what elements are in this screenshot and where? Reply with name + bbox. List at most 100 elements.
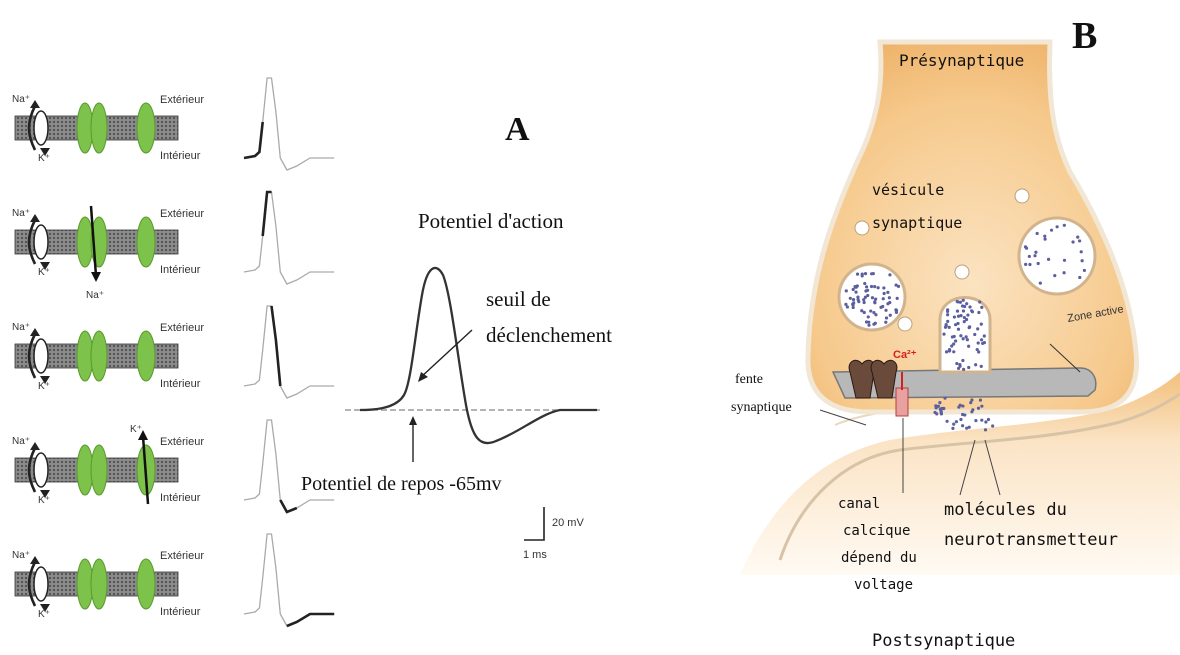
k-ion-label: K⁺ [38,495,50,506]
neurotransmitter-dot [1044,238,1047,241]
mini-ap-highlight [272,306,281,386]
mini-ap-highlight [263,192,272,236]
neurotransmitter-dot [969,401,972,404]
na-ion-label: Na⁺ [12,436,30,447]
ion-channel [137,559,155,609]
inside-label: Intérieur [160,264,201,276]
neurotransmitter-dot [867,324,870,327]
neurotransmitter-dot [1063,224,1066,227]
panel-b-letter: B [1072,15,1097,57]
neurotransmitter-dot [854,291,857,294]
neurotransmitter-dot [886,302,889,305]
mini-ap-trace [244,534,334,626]
channel-label-line3: dépend du [841,550,917,566]
neurotransmitter-dot [867,321,870,324]
ion-channel [91,331,107,381]
inside-label: Intérieur [160,150,201,162]
neurotransmitter-dot [1071,240,1074,243]
ion-channel [137,103,155,153]
vesicle-label-line1: vésicule [872,181,944,199]
neurotransmitter-dot [1063,259,1066,262]
neurotransmitter-dot [948,326,951,329]
cleft-label-line1: fente [735,372,763,387]
neurotransmitter-dot [889,314,892,317]
na-ion-label: Na⁺ [12,94,30,105]
mini-ap-highlight [280,500,297,512]
neurotransmitter-dot [1078,276,1081,279]
neurotransmitter-dot [962,299,965,302]
scale-mv-label: 20 mV [552,517,584,529]
neurotransmitter-dot [973,333,976,336]
neurotransmitter-dot [852,306,855,309]
neurotransmitter-dot [959,334,962,337]
postsynaptic-label: Postsynaptique [872,631,1015,651]
neurotransmitter-dot [895,283,898,286]
membrane-rows: Na⁺K⁺ExtérieurIntérieurNa⁺K⁺ExtérieurInt… [12,78,334,626]
neurotransmitter-dot [980,419,983,422]
neurotransmitter-dot [886,291,889,294]
threshold-label-line2: déclenchement [486,323,612,347]
action-potential-curve [360,268,597,443]
neurotransmitter-dot [991,424,994,427]
neurotransmitter-dot [874,322,877,325]
neurotransmitter-dot [873,300,876,303]
k-ion-label: K⁺ [38,153,50,164]
neurotransmitter-dot [946,308,949,311]
pump-body [34,225,48,259]
mini-ap-trace [244,78,334,170]
pump-body [34,339,48,373]
neurotransmitter-dot [966,313,969,316]
step-1-marker [855,221,869,235]
neurotransmitter-dot [888,273,891,276]
panel-a-letter: A [505,111,530,148]
inside-label: Intérieur [160,606,201,618]
neurotransmitter-dot [958,363,961,366]
neurotransmitter-dot [1028,263,1031,266]
pump-body [34,111,48,145]
neurotransmitter-dot [877,286,880,289]
neurotransmitter-dot [965,302,968,305]
nt-label-line1: molécules du [944,500,1067,520]
mini-ap-trace [244,420,334,512]
presynaptic-label: Présynaptique [899,51,1024,70]
neurotransmitter-dot [952,342,955,345]
neurotransmitter-dot [967,366,970,369]
neurotransmitter-dot [1024,263,1027,266]
neurotransmitter-dot [945,323,948,326]
outside-label: Extérieur [160,436,204,448]
neurotransmitter-dot [956,322,959,325]
voltage-gated-channel [896,388,908,416]
neurotransmitter-dot [980,323,983,326]
neurotransmitter-dot [1036,232,1039,235]
cleft-label-line2: synaptique [731,400,792,415]
neurotransmitter-dot [945,350,948,353]
rest-label: Potentiel de repos -65mv [301,473,502,495]
neurotransmitter-dot [852,288,855,291]
neurotransmitter-dot [882,286,885,289]
neurotransmitter-dot [983,341,986,344]
neurotransmitter-dot [971,310,974,313]
neurotransmitter-dot [865,285,868,288]
neurotransmitter-dot [852,301,855,304]
neurotransmitter-dot [896,297,899,300]
neurotransmitter-dot [1047,258,1050,261]
inside-label: Intérieur [160,378,201,390]
threshold-arrowhead [418,372,428,382]
neurotransmitter-dot [952,423,955,426]
neurotransmitter-dot [1053,274,1056,277]
vesicle-label-line2: synaptique [872,214,962,232]
calcium-label: Ca²⁺ [893,349,917,361]
neurotransmitter-dot [867,315,870,318]
neurotransmitter-dot [968,305,971,308]
neurotransmitter-dot [959,418,962,421]
neurotransmitter-dot [888,296,891,299]
neurotransmitter-dot [963,305,966,308]
neurotransmitter-dot [1024,245,1027,248]
neurotransmitter-dot [1056,225,1059,228]
neurotransmitter-dot [1050,229,1053,232]
neurotransmitter-dot [987,418,990,421]
neurotransmitter-dot [962,368,965,371]
neurotransmitter-dot [955,362,958,365]
neurotransmitter-dot [957,328,960,331]
